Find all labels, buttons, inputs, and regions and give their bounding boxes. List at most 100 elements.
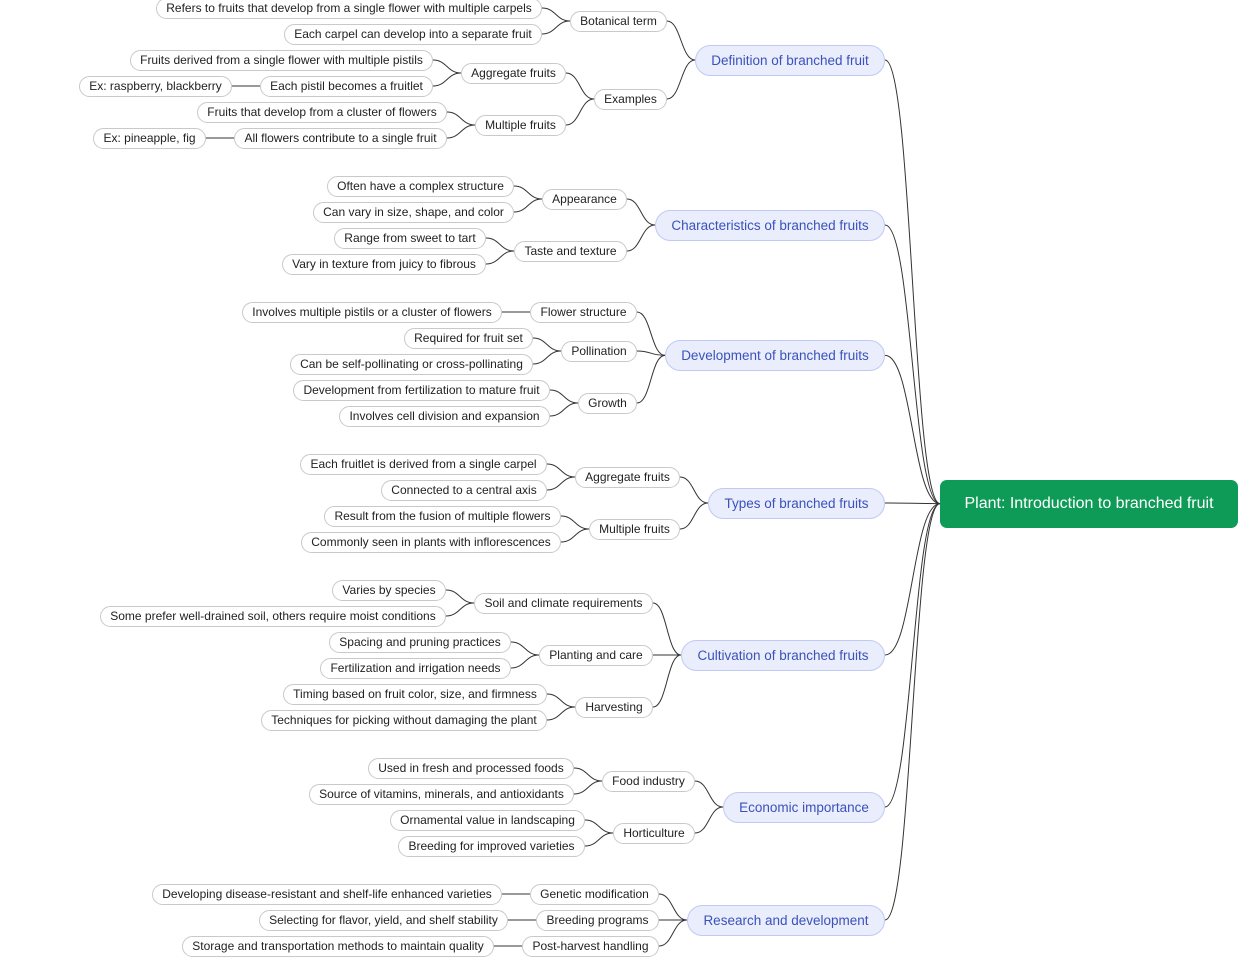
topic-node[interactable]: Taste and texture [514, 240, 627, 262]
topic-node[interactable]: Can be self-pollinating or cross-pollina… [290, 353, 533, 375]
topic-node[interactable]: Food industry [602, 770, 695, 792]
topic-node[interactable]: Multiple fruits [475, 114, 566, 136]
mindmap-link [884, 224, 941, 505]
branch-node[interactable]: Types of branched fruits [708, 487, 885, 519]
topic-node[interactable]: Botanical term [570, 10, 667, 32]
topic-node[interactable]: Varies by species [332, 579, 446, 601]
topic-node[interactable]: Each carpel can develop into a separate … [284, 23, 542, 45]
branch-node[interactable]: Research and development [687, 904, 885, 936]
branch-node[interactable]: Development of branched fruits [665, 339, 885, 371]
topic-node[interactable]: Range from sweet to tart [334, 227, 486, 249]
topic-node[interactable]: Each fruitlet is derived from a single c… [300, 453, 547, 475]
topic-node[interactable]: Techniques for picking without damaging … [261, 709, 547, 731]
topic-node[interactable]: Developing disease-resistant and shelf-l… [152, 883, 502, 905]
mindmap-link [884, 502, 941, 505]
topic-node[interactable]: Selecting for flavor, yield, and shelf s… [259, 909, 508, 931]
mindmap-link [652, 654, 682, 708]
topic-node[interactable]: Breeding for improved varieties [398, 835, 585, 857]
topic-node[interactable]: All flowers contribute to a single fruit [234, 127, 447, 149]
topic-node[interactable]: Refers to fruits that develop from a sin… [156, 0, 542, 19]
mindmap-link [445, 589, 475, 604]
mindmap-link [666, 59, 696, 100]
mindmap-link [573, 767, 603, 782]
mindmap-link [679, 476, 709, 504]
mindmap-link [546, 706, 576, 721]
mindmap-link [658, 919, 688, 947]
topic-node[interactable]: Ex: pineapple, fig [93, 127, 206, 149]
topic-node[interactable]: Soil and climate requirements [474, 592, 653, 614]
branch-node[interactable]: Cultivation of branched fruits [681, 639, 885, 671]
mindmap-link [510, 641, 540, 656]
topic-node[interactable]: Flower structure [530, 301, 637, 323]
mindmap-link [532, 337, 562, 352]
topic-node[interactable]: Can vary in size, shape, and color [313, 201, 514, 223]
topic-node[interactable]: Breeding programs [536, 909, 659, 931]
mindmap-link [884, 503, 941, 808]
topic-node[interactable]: Aggregate fruits [461, 62, 566, 84]
topic-node[interactable]: Storage and transportation methods to ma… [182, 935, 494, 957]
topic-node[interactable]: Involves cell division and expansion [339, 405, 550, 427]
mindmap-link [549, 389, 579, 404]
mindmap-link [432, 59, 462, 74]
mindmap-link [573, 780, 603, 795]
topic-node[interactable]: Required for fruit set [404, 327, 533, 349]
mindmap-link [541, 20, 571, 35]
topic-node[interactable]: Ex: raspberry, blackberry [79, 75, 232, 97]
mindmap-link [510, 654, 540, 669]
topic-node[interactable]: Source of vitamins, minerals, and antiox… [309, 783, 574, 805]
mindmap-link [546, 476, 576, 491]
topic-node[interactable]: Multiple fruits [589, 518, 680, 540]
topic-node[interactable]: Horticulture [613, 822, 695, 844]
mindmap-link [446, 124, 476, 139]
topic-node[interactable]: Result from the fusion of multiple flowe… [324, 505, 561, 527]
mindmap-link [884, 59, 941, 505]
mindmap-link [560, 515, 590, 530]
topic-node[interactable]: Genetic modification [530, 883, 659, 905]
root-node[interactable]: Plant: Introduction to branched fruit [940, 479, 1238, 528]
topic-node[interactable]: Planting and care [539, 644, 653, 666]
topic-node[interactable]: Fruits that develop from a cluster of fl… [197, 101, 447, 123]
mindmap-link [884, 503, 941, 656]
topic-node[interactable]: Fertilization and irrigation needs [320, 657, 511, 679]
mindmap-link [560, 528, 590, 543]
mindmap-link [541, 7, 571, 22]
mindmap-link [565, 72, 595, 100]
mindmap-link [485, 250, 515, 265]
mindmap-link [626, 224, 656, 252]
topic-node[interactable]: Appearance [542, 188, 627, 210]
mindmap-link [884, 503, 941, 921]
mindmap-link [626, 198, 656, 226]
topic-node[interactable]: Vary in texture from juicy to fibrous [282, 253, 486, 275]
branch-node[interactable]: Economic importance [723, 791, 885, 823]
topic-node[interactable]: Examples [594, 88, 667, 110]
topic-node[interactable]: Post-harvest handling [522, 935, 659, 957]
mindmap-link [666, 20, 696, 61]
topic-node[interactable]: Spacing and pruning practices [329, 631, 511, 653]
mindmap-link [532, 350, 562, 365]
topic-node[interactable]: Harvesting [575, 696, 653, 718]
topic-node[interactable]: Each pistil becomes a fruitlet [260, 75, 433, 97]
mindmap-link [636, 311, 666, 356]
topic-node[interactable]: Growth [578, 392, 637, 414]
topic-node[interactable]: Connected to a central axis [381, 479, 547, 501]
mindmap-link [445, 602, 475, 617]
topic-node[interactable]: Ornamental value in landscaping [390, 809, 585, 831]
topic-node[interactable]: Development from fertilization to mature… [293, 379, 550, 401]
topic-node[interactable]: Some prefer well-drained soil, others re… [100, 605, 446, 627]
topic-node[interactable]: Commonly seen in plants with inflorescen… [301, 531, 561, 553]
topic-node[interactable]: Used in fresh and processed foods [368, 757, 574, 779]
topic-node[interactable]: Involves multiple pistils or a cluster o… [242, 301, 502, 323]
topic-node[interactable]: Timing based on fruit color, size, and f… [283, 683, 547, 705]
topic-node[interactable]: Fruits derived from a single flower with… [130, 49, 433, 71]
mindmap-link [679, 502, 709, 530]
mindmap-link [546, 463, 576, 478]
mindmap-link [584, 832, 614, 847]
branch-node[interactable]: Definition of branched fruit [695, 44, 885, 76]
topic-node[interactable]: Aggregate fruits [575, 466, 680, 488]
mindmap-link [432, 72, 462, 87]
topic-node[interactable]: Often have a complex structure [327, 175, 514, 197]
mindmap-link [694, 806, 724, 834]
topic-node[interactable]: Pollination [561, 340, 637, 362]
branch-node[interactable]: Characteristics of branched fruits [655, 209, 885, 241]
